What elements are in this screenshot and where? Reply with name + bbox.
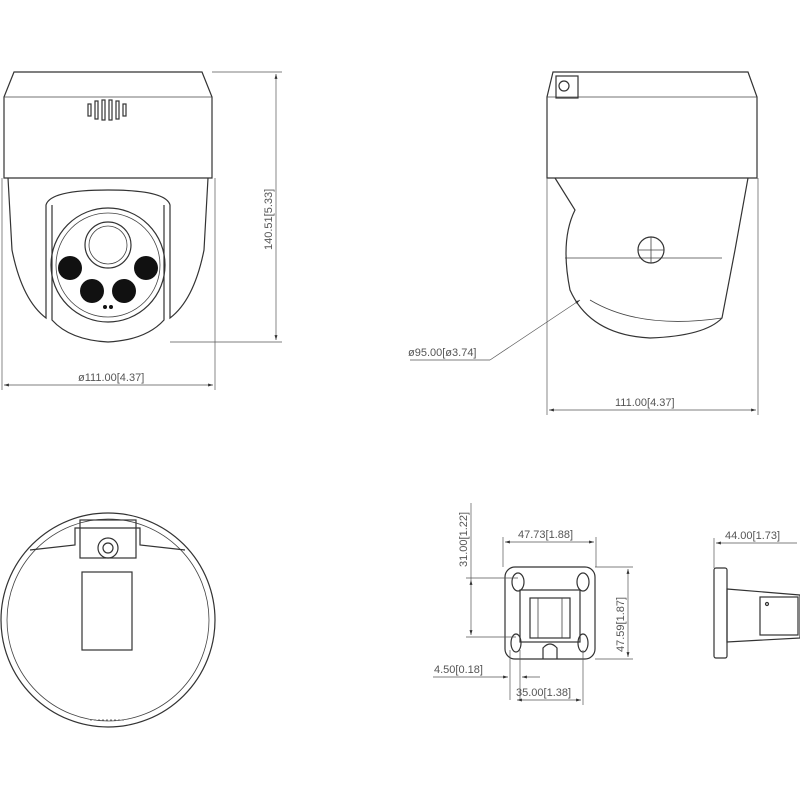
- ir-led-icon: [134, 256, 158, 280]
- height-dimension: 140.51[5.33]: [263, 189, 275, 250]
- mount-hole-icon: [576, 572, 590, 592]
- dome-diameter-dimension: ø95.00[ø3.74]: [408, 347, 477, 359]
- ir-led-icon: [58, 256, 82, 280]
- ir-led-icon: [80, 279, 104, 303]
- front-view: 140.51[5.33] ø111.00[4.37]: [1, 71, 282, 390]
- side-view: 111.00[4.37] ø95.00[ø3.74]: [408, 71, 759, 415]
- diameter-dimension: ø111.00[4.37]: [78, 372, 144, 384]
- bracket-front-view: 47.73[1.88] 47.59[1.87] 31.00[1.22] 4.50…: [433, 503, 633, 705]
- hole-spacing-horizontal-dimension: 35.00[1.38]: [516, 687, 571, 699]
- speaker-grille: [87, 99, 127, 121]
- mount-hole-icon: [511, 572, 525, 592]
- bracket-depth-dimension: 44.00[1.73]: [725, 530, 780, 542]
- ir-led-icon: [112, 279, 136, 303]
- width-dimension: 111.00[4.37]: [615, 397, 675, 409]
- bracket-side-view: 44.00[1.73]: [713, 530, 800, 659]
- bracket-width-dimension: 47.73[1.88]: [518, 529, 573, 541]
- slot-width-dimension: 4.50[0.18]: [434, 664, 483, 676]
- bracket-height-dimension: 47.59[1.87]: [615, 597, 627, 652]
- hole-spacing-vertical-dimension: 31.00[1.22]: [458, 512, 470, 567]
- bottom-view: [0, 512, 216, 728]
